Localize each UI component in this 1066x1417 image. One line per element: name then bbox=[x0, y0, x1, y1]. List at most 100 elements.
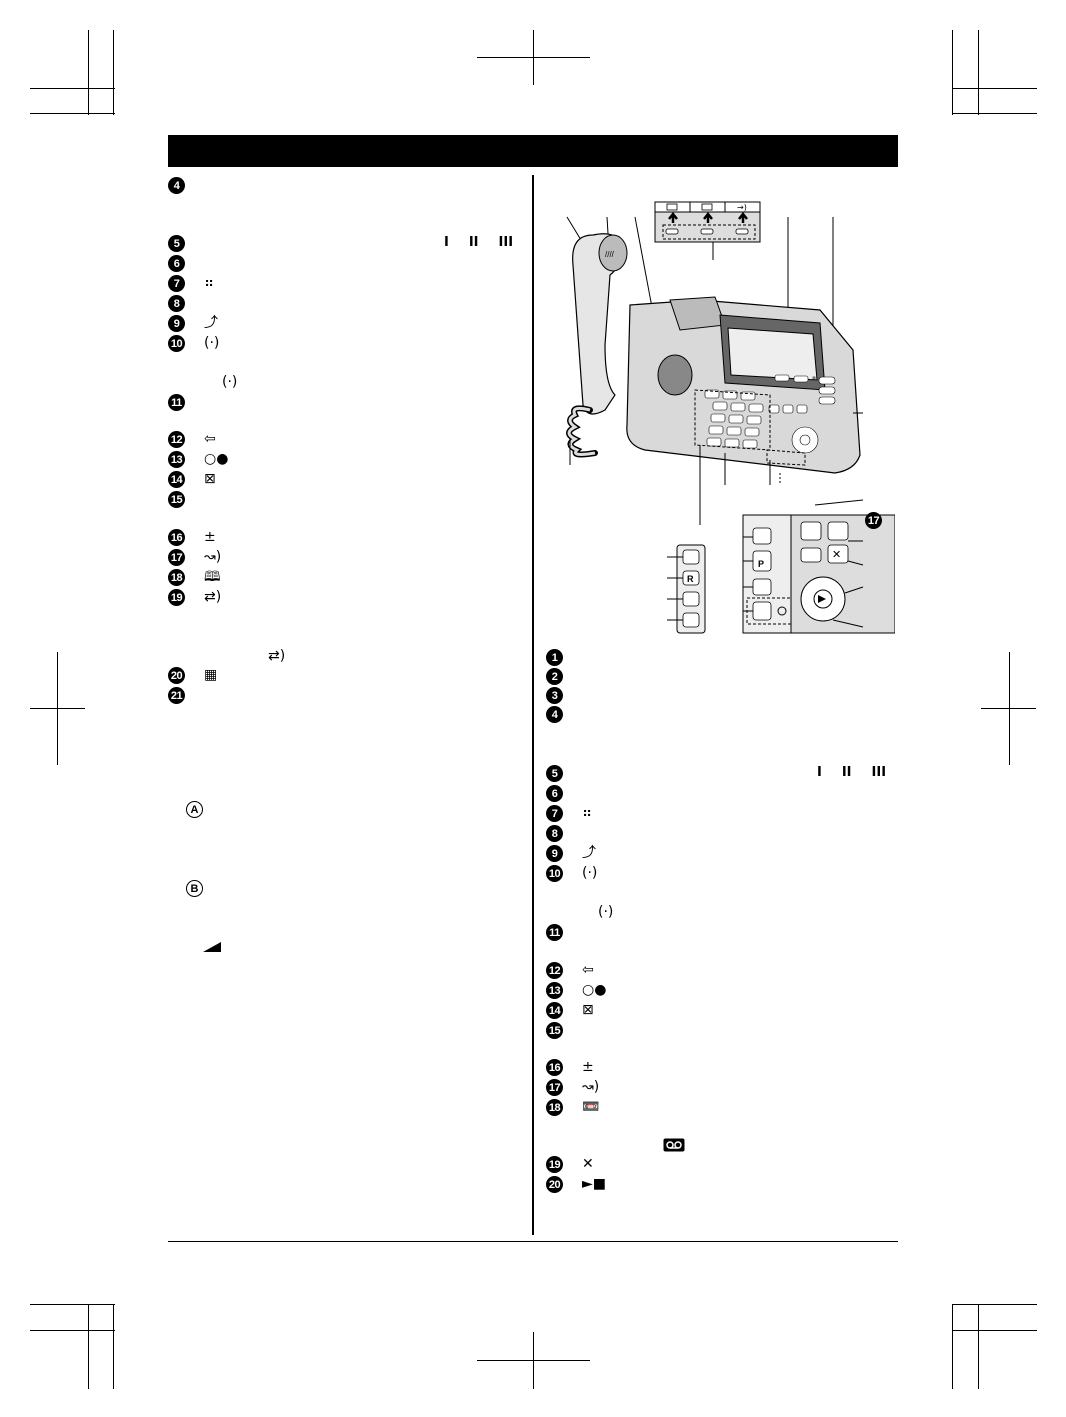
item-number: 15 bbox=[168, 491, 185, 508]
crop-mark bbox=[978, 1304, 979, 1389]
item-number: 21 bbox=[168, 687, 185, 704]
volume-icon: ± bbox=[582, 1059, 594, 1075]
marker-b: B bbox=[186, 880, 203, 897]
crop-mark bbox=[981, 708, 1036, 709]
mute-icon: ⊠ bbox=[582, 1002, 594, 1018]
crop-mark bbox=[952, 88, 1037, 89]
item-number: 17 bbox=[168, 549, 185, 566]
crop-mark bbox=[30, 113, 115, 114]
redial-icon: ⇦ bbox=[582, 962, 594, 978]
item-number: 19 bbox=[168, 589, 185, 606]
volume-icon: ± bbox=[204, 529, 216, 545]
crop-mark bbox=[30, 1304, 115, 1305]
item-number: 16 bbox=[546, 1059, 563, 1076]
play-stop-icon: ►■ bbox=[582, 1176, 606, 1192]
svg-text:P: P bbox=[758, 559, 764, 569]
item-number: 8 bbox=[168, 295, 185, 312]
crop-mark bbox=[952, 1304, 1037, 1305]
item-number: 4 bbox=[168, 177, 185, 194]
item-number: 4 bbox=[546, 706, 563, 723]
crop-mark bbox=[477, 1360, 590, 1361]
transfer-icon: ⤴ bbox=[204, 315, 218, 331]
item-number: 19 bbox=[546, 1156, 563, 1173]
item-number: 6 bbox=[546, 785, 563, 802]
column-divider bbox=[532, 175, 534, 1235]
item-number: 3 bbox=[546, 687, 563, 704]
menu-grid-icon: ▦ bbox=[204, 667, 218, 683]
item-number: 7 bbox=[168, 275, 185, 292]
section-header-bar bbox=[168, 135, 898, 167]
crop-mark bbox=[88, 1304, 89, 1389]
call-switch-icon: ⇄) bbox=[268, 648, 286, 664]
item-number: 6 bbox=[168, 255, 185, 272]
item-number: 20 bbox=[546, 1176, 563, 1193]
volume-wedge-icon bbox=[203, 942, 221, 952]
call-forward-icon: ↝) bbox=[204, 549, 222, 565]
call-forward-icon: ↝) bbox=[582, 1079, 600, 1095]
crop-mark bbox=[952, 30, 953, 115]
item-number: 8 bbox=[546, 825, 563, 842]
speakerphone-icon: (·) bbox=[598, 904, 614, 920]
bar-3-icon: III bbox=[871, 765, 887, 780]
crop-mark bbox=[30, 708, 85, 709]
crop-mark bbox=[30, 1330, 115, 1331]
speakerphone-icon: (·) bbox=[204, 335, 220, 351]
call-switch-icon: ⇄) bbox=[204, 589, 222, 605]
item-number: 14 bbox=[546, 1002, 563, 1019]
item-number: 9 bbox=[546, 845, 563, 862]
answering-machine-icon bbox=[663, 1138, 685, 1152]
svg-text:✕: ✕ bbox=[832, 548, 841, 561]
item-number: 13 bbox=[546, 982, 563, 999]
crop-mark bbox=[113, 30, 114, 115]
erase-icon: ✕ bbox=[582, 1156, 594, 1172]
speakerphone-icon: (·) bbox=[222, 374, 238, 390]
item-number: 1 bbox=[546, 649, 563, 666]
crop-mark bbox=[477, 57, 590, 58]
crop-mark bbox=[978, 30, 979, 115]
phonebook-icon: 🕮 bbox=[204, 569, 221, 585]
svg-text:R: R bbox=[687, 574, 694, 584]
item-number: 12 bbox=[168, 431, 185, 448]
crop-mark bbox=[952, 1304, 953, 1389]
item-number: 11 bbox=[546, 924, 563, 941]
item-number: 18 bbox=[168, 569, 185, 586]
item-number: 16 bbox=[168, 529, 185, 546]
crop-mark bbox=[88, 30, 89, 115]
item-number: 14 bbox=[168, 471, 185, 488]
intercom-icon: ⠶ bbox=[582, 805, 593, 821]
item-number: 15 bbox=[546, 1022, 563, 1039]
hold-icon: ○● bbox=[204, 451, 229, 467]
speakerphone-icon: (·) bbox=[582, 865, 598, 881]
hold-icon: ○● bbox=[582, 982, 607, 998]
item-number: 10 bbox=[546, 865, 563, 882]
item-number: 20 bbox=[168, 667, 185, 684]
item-number: 7 bbox=[546, 805, 563, 822]
item-number: 2 bbox=[546, 668, 563, 685]
transfer-icon: ⤴ bbox=[582, 845, 596, 861]
item-number: 18 bbox=[546, 1099, 563, 1116]
answering-machine-icon: 📼 bbox=[582, 1099, 600, 1115]
crop-mark bbox=[30, 88, 115, 89]
item-number: 5 bbox=[546, 765, 563, 782]
footer-rule bbox=[168, 1241, 898, 1242]
bar-2-icon: II bbox=[841, 765, 852, 780]
item-number: 9 bbox=[168, 315, 185, 332]
bar-1-icon: I bbox=[444, 235, 449, 250]
svg-text:→): →) bbox=[737, 203, 747, 212]
item-number: 12 bbox=[546, 962, 563, 979]
bar-1-icon: I bbox=[817, 765, 822, 780]
crop-mark bbox=[952, 1330, 1037, 1331]
crop-mark bbox=[113, 1304, 114, 1389]
crop-mark bbox=[952, 113, 1037, 114]
bar-2-icon: II bbox=[468, 235, 479, 250]
phone-diagram: →) //// bbox=[566, 201, 895, 634]
callout-17: 17 bbox=[865, 512, 882, 529]
svg-text:////: //// bbox=[605, 250, 615, 259]
mute-icon: ⊠ bbox=[204, 471, 216, 487]
item-number: 5 bbox=[168, 235, 185, 252]
intercom-icon: ⠶ bbox=[204, 275, 215, 291]
